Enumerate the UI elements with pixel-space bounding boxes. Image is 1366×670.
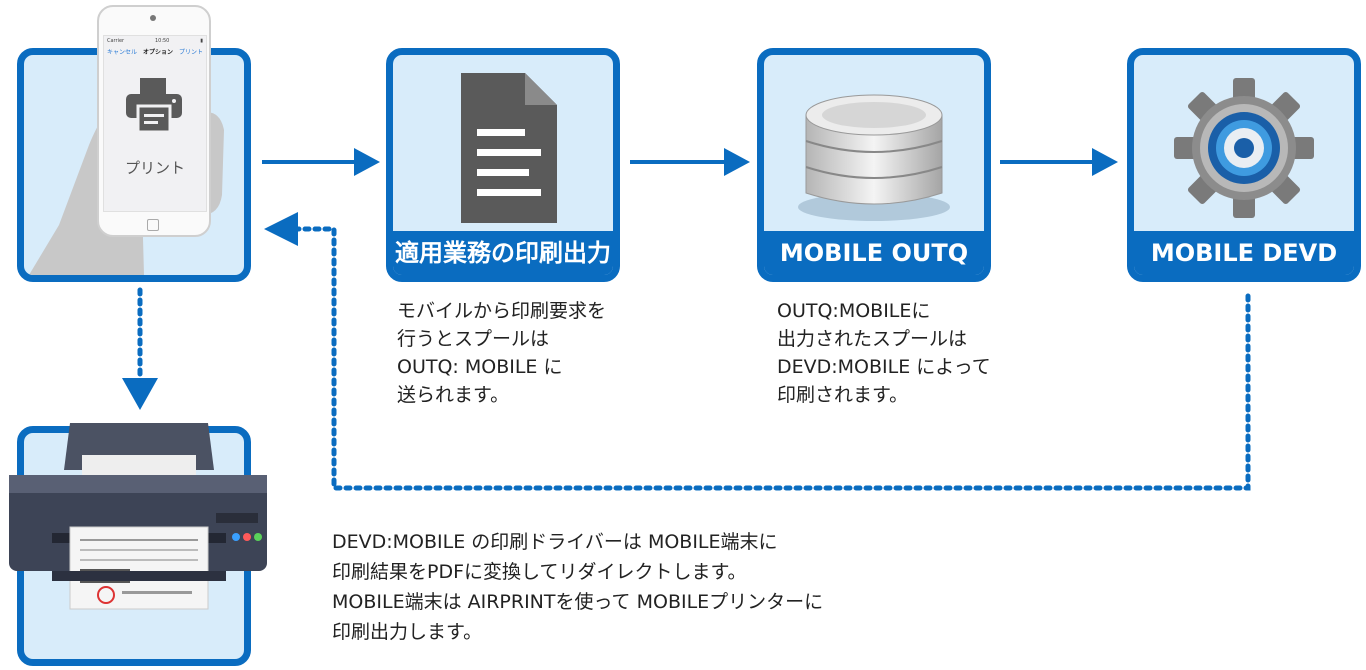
- printer-icon: [9, 423, 267, 610]
- smartphone-icon: Carrier 10:50 ▮ キャンセル オプション プリント プリント: [97, 5, 211, 237]
- battery-icon: ▮: [200, 38, 203, 44]
- options-nav-bar: キャンセル オプション プリント: [107, 47, 203, 56]
- desc-line: 印刷結果をPDFに変換してリダイレクトします。: [332, 561, 747, 583]
- devd-label: MOBILE DEVD: [1134, 231, 1354, 275]
- arrowhead-return-to-phone: [264, 212, 298, 246]
- desc-line: 送られます。: [397, 384, 510, 406]
- desc-line: 印刷出力します。: [332, 621, 483, 643]
- return-path-devd-to-phone: [293, 226, 1251, 491]
- arrowhead-outq-to-devd: [1092, 148, 1118, 176]
- gear-icon: [1174, 78, 1314, 218]
- app-output-label: 適用業務の印刷出力: [393, 231, 613, 275]
- printer-glyph-icon: [126, 78, 182, 134]
- arrowhead-phone-to-app: [354, 148, 380, 176]
- outq-description: OUTQ:MOBILEに 出力されたスプールは DEVD:MOBILE によって…: [777, 297, 991, 409]
- options-title: オプション: [142, 49, 173, 56]
- desc-line: DEVD:MOBILE によって: [777, 356, 991, 378]
- desc-line: OUTQ:MOBILEに: [777, 300, 931, 322]
- desc-line: 行うとスプールは: [397, 328, 550, 350]
- carrier-text: Carrier: [107, 38, 125, 44]
- arrowhead-to-printer: [122, 378, 158, 410]
- document-icon: [461, 73, 557, 223]
- cancel-button[interactable]: キャンセル: [107, 49, 138, 56]
- phone-screen: Carrier 10:50 ▮ キャンセル オプション プリント プリント: [103, 35, 207, 212]
- devd-card: MOBILE DEVD: [1127, 48, 1361, 282]
- desc-line: モバイルから印刷要求を: [397, 300, 607, 322]
- status-bar: Carrier 10:50 ▮: [107, 38, 203, 44]
- time-text: 10:50: [154, 38, 170, 44]
- app-output-description: モバイルから印刷要求を 行うとスプールは OUTQ: MOBILE に 送られま…: [397, 297, 606, 409]
- desc-line: DEVD:MOBILE の印刷ドライバーは MOBILE端末に: [332, 531, 778, 553]
- home-button[interactable]: [147, 219, 159, 231]
- outq-card: MOBILE OUTQ: [757, 48, 991, 282]
- arrowhead-app-to-outq: [724, 148, 750, 176]
- outq-label: MOBILE OUTQ: [764, 231, 984, 275]
- app-output-card: 適用業務の印刷出力: [386, 48, 620, 282]
- print-action-button[interactable]: プリント: [178, 49, 203, 56]
- desc-line: 出力されたスプールは: [777, 328, 968, 350]
- phone-speaker: [150, 15, 156, 21]
- desc-line: OUTQ: MOBILE に: [397, 356, 563, 378]
- database-icon: [798, 94, 950, 221]
- desc-line: MOBILE端末は AIRPRINTを使って MOBILEプリンターに: [332, 591, 824, 613]
- bottom-description: DEVD:MOBILE の印刷ドライバーは MOBILE端末に 印刷結果をPDF…: [332, 527, 823, 647]
- desc-line: 印刷されます。: [777, 384, 909, 406]
- print-caption: プリント: [124, 159, 185, 177]
